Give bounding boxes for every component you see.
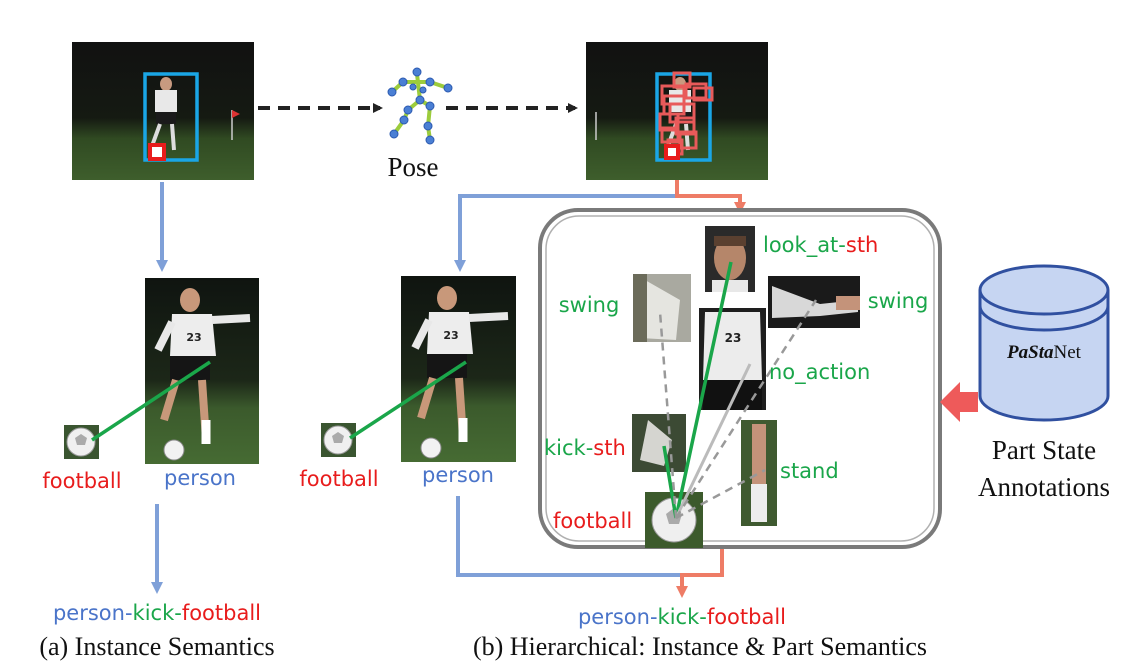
svg-text:23: 23 <box>725 331 742 345</box>
caption-a: (a) Instance Semantics <box>39 632 274 661</box>
database-name: PaStaNet <box>1006 342 1082 363</box>
part-interaction-lines <box>658 261 818 520</box>
part-state-head-dash: - <box>838 233 846 257</box>
person-crop-a: 23 <box>145 278 259 464</box>
triplet-b-subject: person <box>578 605 650 629</box>
part-crop-football <box>645 492 703 548</box>
ball-bounding-box-parts <box>664 144 680 160</box>
svg-text:23: 23 <box>443 329 458 342</box>
part-state-foot: kick-sth <box>544 436 626 460</box>
triplet-a: person-kick-football <box>53 601 261 625</box>
triplet-b: person-kick-football <box>578 605 786 629</box>
part-state-football: football <box>553 509 632 533</box>
part-crop-foot <box>632 414 686 472</box>
ball-crop-a <box>64 425 99 459</box>
triplet-a-subject: person <box>53 601 125 625</box>
part-state-body: no_action <box>769 360 870 385</box>
part-state-head-verb: look_at <box>763 233 838 258</box>
part-state-foot-object: sth <box>593 436 625 460</box>
pose-label: Pose <box>387 152 438 182</box>
caption-b: (b) Hierarchical: Instance & Part Semant… <box>473 632 927 661</box>
database-icon <box>978 264 1110 422</box>
part-crop-leg <box>741 420 777 526</box>
part-state-leg: stand <box>780 459 839 483</box>
triplet-a-verb: kick <box>133 601 176 625</box>
ball-bounding-box <box>148 143 166 161</box>
arrow-b-salmon-down <box>675 180 746 214</box>
annotation-label-line2: Annotations <box>978 472 1110 502</box>
arrow-b-salmon-bottom <box>676 548 724 598</box>
interaction-line-a <box>91 360 211 442</box>
pose-joints <box>387 67 453 145</box>
database-arrow <box>940 382 978 422</box>
arrow-b-blue-bottom <box>456 496 682 577</box>
part-crop-head <box>705 226 755 292</box>
part-state-right-arm: swing <box>868 289 929 313</box>
interaction-line-b <box>349 360 467 440</box>
ball-crop-b <box>321 423 356 457</box>
human-bounding-box <box>143 72 199 162</box>
annotation-label-line1: Part State <box>992 435 1096 465</box>
triplet-b-object: football <box>707 605 786 629</box>
part-bounding-boxes <box>658 71 714 156</box>
subject-label-b: person <box>422 463 494 487</box>
database-name-regular: Net <box>1054 342 1082 363</box>
database-name-italic: PaSta <box>1006 342 1054 363</box>
subject-label-a: person <box>164 466 236 490</box>
triplet-b-verb: kick <box>658 605 701 629</box>
part-state-head: look_at-sth <box>763 233 878 258</box>
part-state-foot-verb: kick <box>544 436 587 460</box>
part-crop-left-arm <box>633 274 691 342</box>
triplet-a-dash2: - <box>174 601 182 625</box>
part-state-left-arm: swing <box>559 293 620 317</box>
part-state-head-object: sth <box>846 233 878 257</box>
triplet-a-object: football <box>182 601 261 625</box>
triplet-b-dash1: - <box>650 605 658 629</box>
triplet-b-dash2: - <box>699 605 707 629</box>
triplet-a-dash1: - <box>125 601 133 625</box>
object-label-a: football <box>42 469 121 493</box>
part-state-foot-dash: - <box>586 436 594 460</box>
arrow-b-blue-down <box>454 194 677 272</box>
svg-text:23: 23 <box>186 331 201 344</box>
object-label-b: football <box>299 467 378 491</box>
